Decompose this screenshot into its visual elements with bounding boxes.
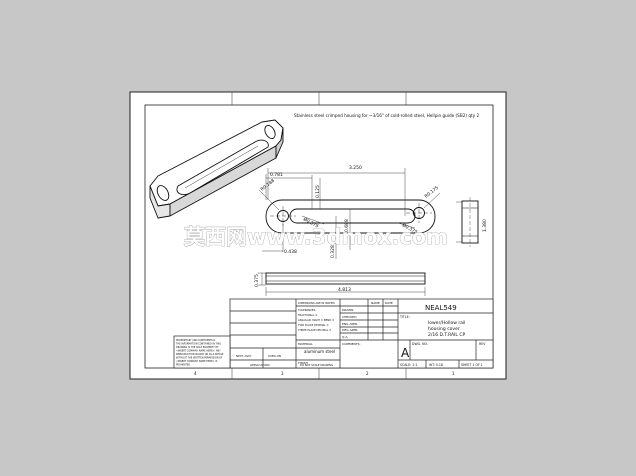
- finish-label: FINISH: [298, 361, 308, 365]
- dims-note-line: TOLERANCES:: [298, 308, 316, 312]
- mfg-appr-label: MFG APPR.: [342, 328, 358, 332]
- dims-note-line: DIMENSIONS ARE IN INCHES: [298, 301, 335, 305]
- proprietary-line: <INSERT COMPANY NAME HERE>. ANY: [176, 350, 221, 353]
- watermark: 莫西网www.3dmox.com: [183, 225, 448, 249]
- title-block: [173, 298, 494, 369]
- title-line: 2/16 D.T.RAIL CP: [428, 332, 466, 338]
- dwg-no-label: DWG. NO.: [412, 342, 428, 346]
- proprietary-line: DRAWING IS THE SOLE PROPERTY OF: [176, 346, 219, 349]
- proprietary-line: THE INFORMATION CONTAINED IN THIS: [176, 343, 221, 346]
- zone-markers: [231, 92, 407, 379]
- dim-side-thickness: 0.375: [254, 274, 260, 287]
- rev-label: REV: [479, 342, 486, 346]
- proprietary-line: PROHIBITED.: [176, 364, 191, 367]
- do-not-scale-label: DO NOT SCALE DRAWING: [300, 363, 333, 367]
- isometric-view: [149, 119, 284, 219]
- dims-note-line: THREE PLACE DECIMAL ±: [298, 328, 331, 332]
- dim-vertical-c: 0.328: [330, 245, 336, 258]
- name-label: NAME: [371, 301, 380, 305]
- bottom-view: [265, 272, 426, 285]
- material-value: aluminum steel: [304, 349, 335, 354]
- dim-vertical-b: 0.688: [344, 219, 350, 232]
- proprietary-line: REPRODUCTION IN PART OR AS A WHOLE: [176, 353, 224, 356]
- next-assy-label: NEXT ASSY: [236, 354, 252, 358]
- application-label: APPLICATION: [250, 363, 269, 367]
- proprietary-line: WITHOUT THE WRITTEN PERMISSION OF: [176, 357, 223, 360]
- dim-vertical-a: 0.125: [315, 185, 321, 198]
- dims-note-line: TWO PLACE DECIMAL ±: [298, 323, 329, 327]
- dim-top-length: 3.250: [349, 165, 362, 171]
- weight-label: WT: 0.18: [429, 363, 443, 367]
- date-label: DATE: [385, 301, 393, 305]
- bottom-dimension-lines: [258, 272, 426, 296]
- zone-label: 2: [366, 371, 369, 376]
- eng-appr-label: ENG APPR.: [342, 322, 358, 326]
- dim-bottom-offset: 0.438: [284, 249, 297, 255]
- drawn-label: DRAWN: [342, 308, 353, 312]
- drawing-note: Stainless steel crimped housing for ~3/1…: [294, 113, 479, 118]
- checked-label: CHECKED: [342, 315, 357, 319]
- dims-note-line: ANGULAR: MACH ± BEND ±: [298, 318, 334, 322]
- side-view: [461, 197, 479, 247]
- title-label: TITLE:: [399, 315, 410, 319]
- qa-label: Q.A.: [342, 335, 348, 339]
- size-letter: A: [401, 346, 410, 360]
- dim-height: 1.380: [482, 219, 488, 232]
- dim-left-offset: 0.781: [270, 172, 283, 178]
- title-line: housing cover: [428, 326, 460, 332]
- zone-label: 3: [281, 371, 284, 376]
- dim-overall-length: 4.813: [338, 287, 351, 293]
- comments-label: COMMENTS:: [342, 342, 361, 346]
- scale-label: SCALE: 1:1: [400, 363, 417, 367]
- proprietary-line: <INSERT COMPANY NAME HERE> IS: [176, 360, 218, 363]
- proprietary-line: PROPRIETARY AND CONFIDENTIAL: [176, 339, 216, 342]
- part-number: NEAL549: [425, 304, 457, 312]
- dims-note-line: FRACTIONAL ±: [298, 313, 317, 317]
- title-line: lower/Hollow rail: [428, 320, 465, 326]
- material-label: MATERIAL: [298, 342, 313, 346]
- sheet-label: SHEET 1 OF 1: [461, 363, 483, 367]
- zone-label: 1: [452, 371, 455, 376]
- zone-label: 4: [194, 371, 197, 376]
- used-on-label: USED ON: [268, 354, 281, 358]
